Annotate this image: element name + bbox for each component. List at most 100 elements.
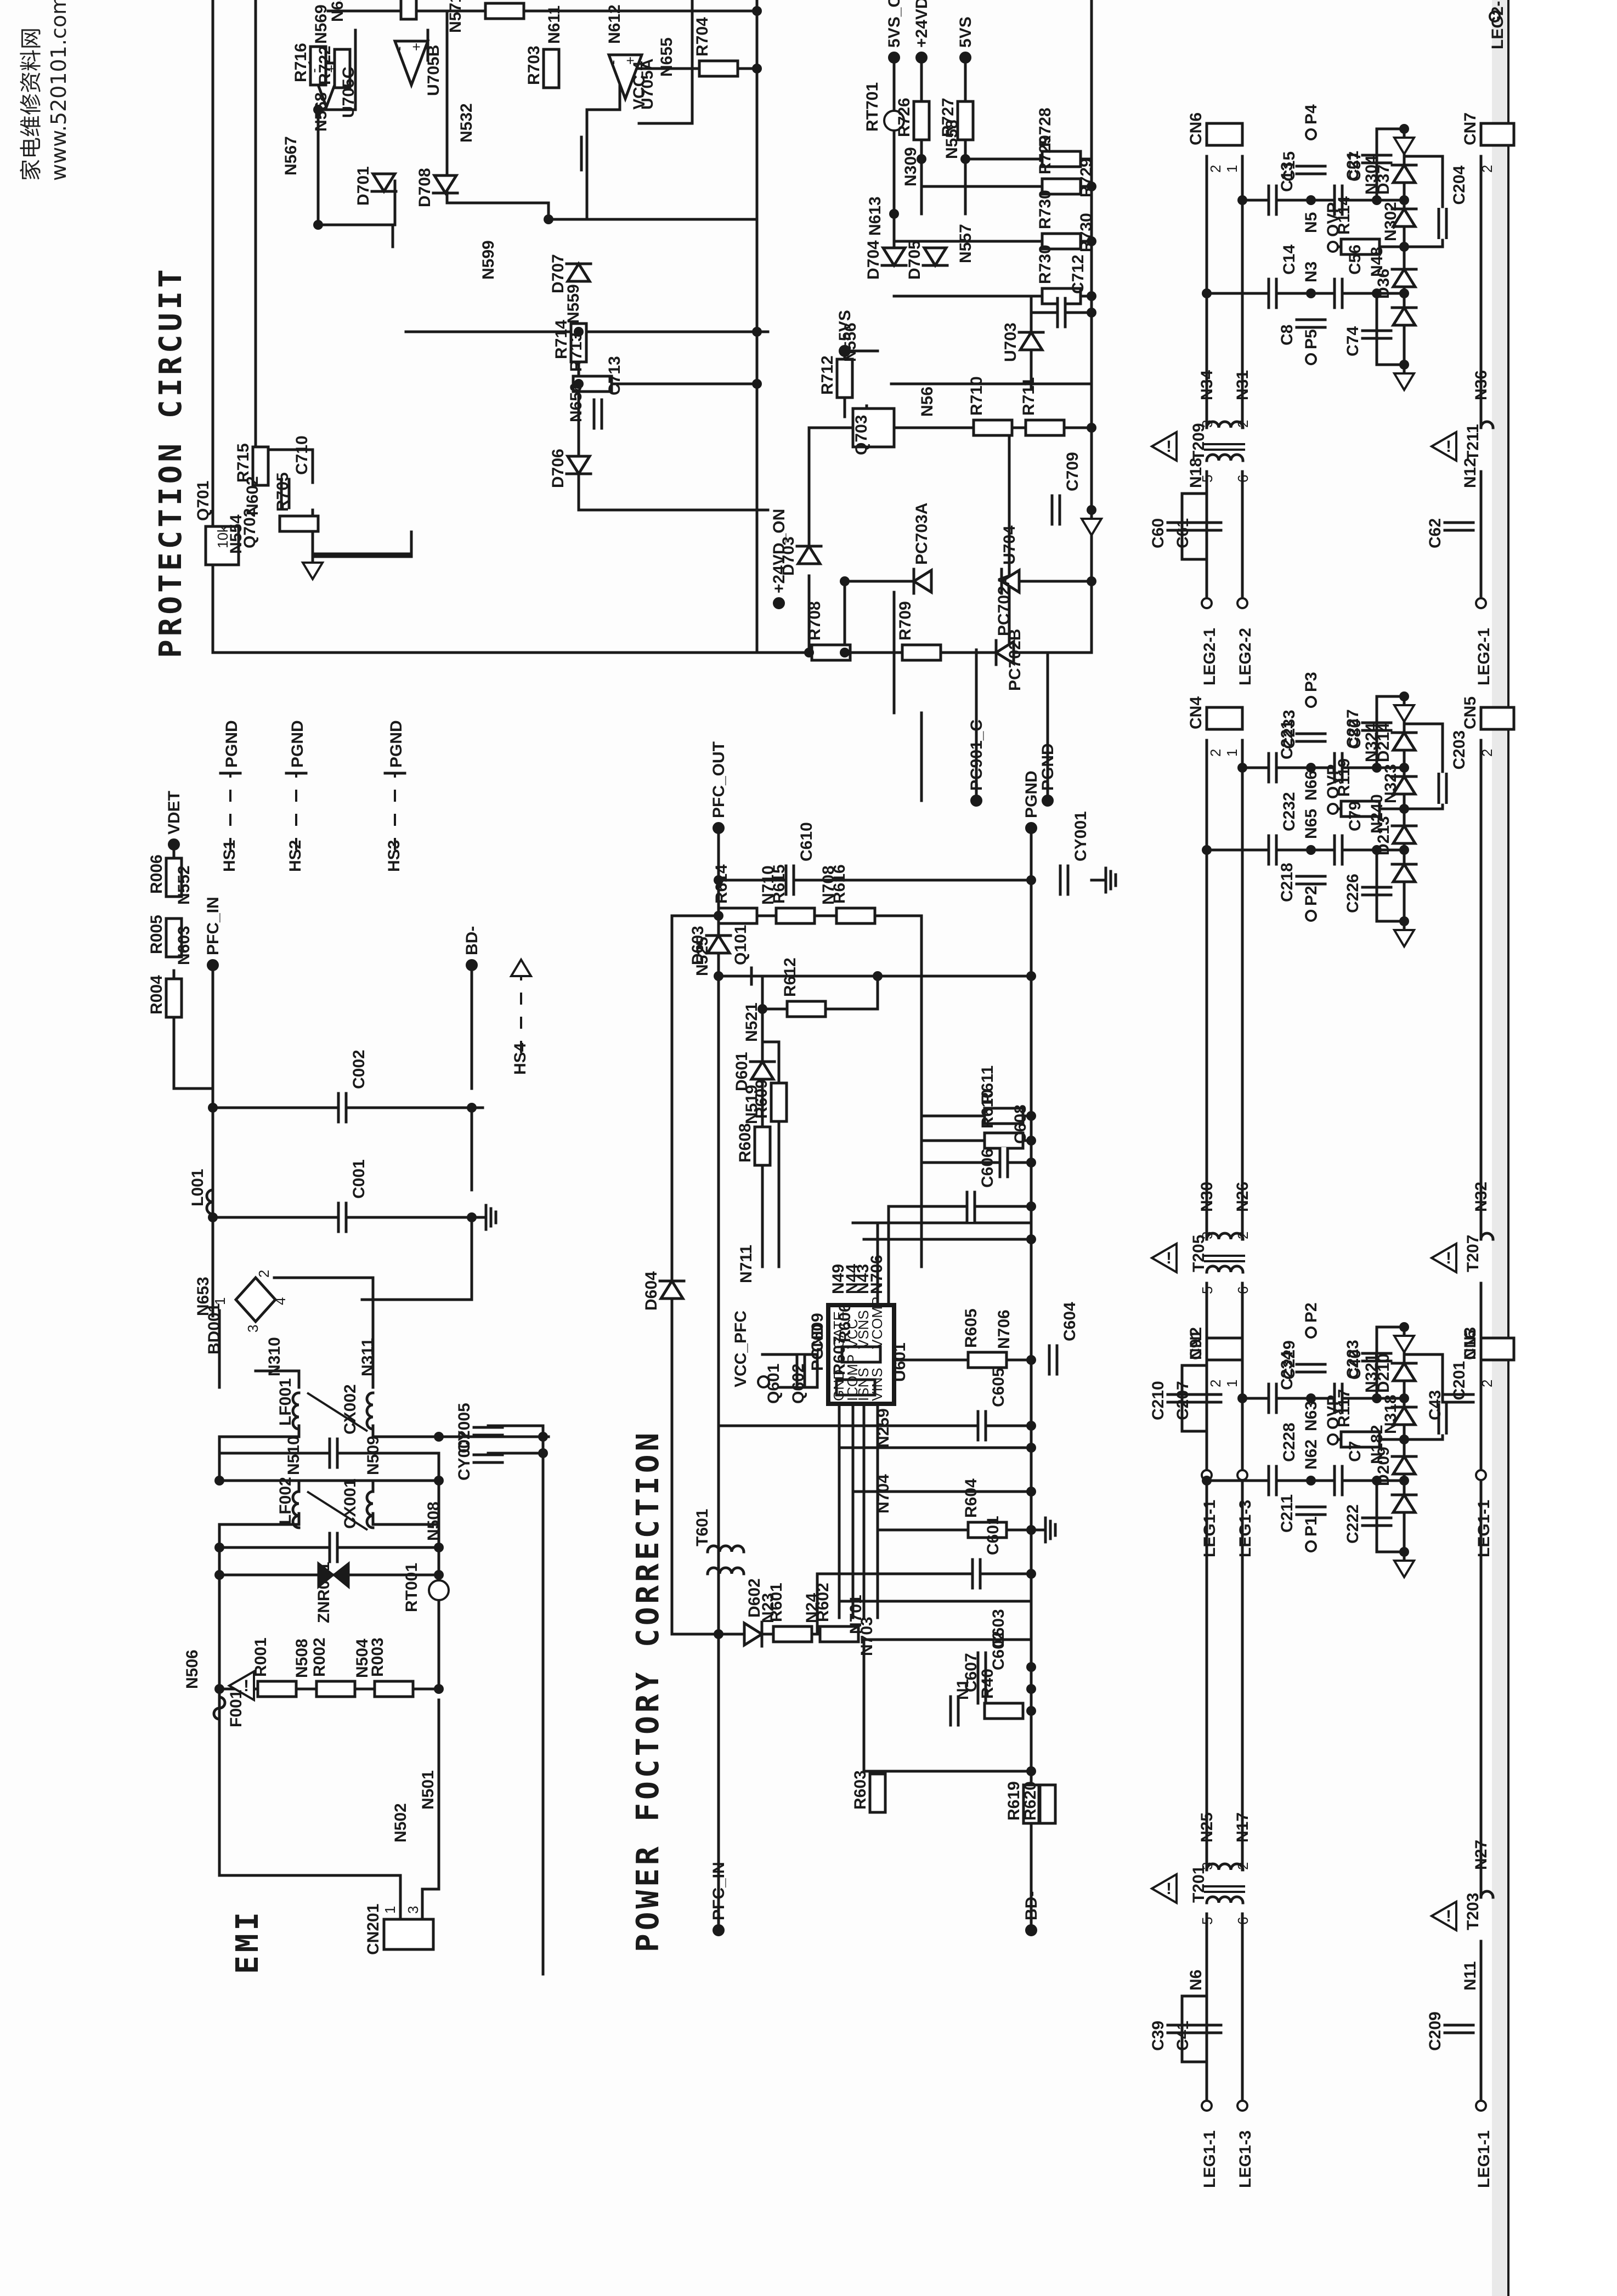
ground-icon xyxy=(1392,1560,1416,1579)
resistor xyxy=(1041,177,1082,196)
component-label: 2 xyxy=(1207,165,1224,173)
junction-dot xyxy=(574,327,584,337)
inductor-coil xyxy=(365,1391,375,1431)
resistor-label: R603 xyxy=(851,1770,869,1810)
net-port-label: VDET xyxy=(165,791,183,835)
net-port xyxy=(1475,1469,1487,1481)
ground-icon xyxy=(1392,137,1416,156)
component-label: N568 xyxy=(312,92,330,132)
transistor-label: Q702 xyxy=(241,508,259,548)
transistor-label: Q701 xyxy=(194,481,212,521)
capacitor-label: C204 xyxy=(1450,165,1468,205)
capacitor-label: C13 xyxy=(1278,162,1296,192)
warning-icon: ! xyxy=(1446,1907,1451,1925)
net-port-label: PFC_OUT xyxy=(710,741,728,818)
capacitor-label: C232 xyxy=(1280,792,1298,831)
resistor-label: R609 xyxy=(753,1079,771,1119)
capacitor-label: C222 xyxy=(1344,1504,1362,1544)
component-label: N32 xyxy=(1472,1182,1490,1212)
ic-pin-name: VSNS xyxy=(855,1310,872,1349)
inductor-coil xyxy=(1205,1862,1245,1872)
junction-dot xyxy=(208,1103,218,1113)
capacitor-gap xyxy=(977,1410,986,1441)
component-label: 3 xyxy=(1199,1232,1215,1239)
capacitor-gap xyxy=(329,1532,338,1563)
junction-dot xyxy=(1026,1525,1036,1535)
ic-pin-name: GND xyxy=(830,1369,847,1401)
capacitor-label: C56 xyxy=(1346,245,1364,275)
heatsink-net-label: PGND xyxy=(387,720,405,768)
resistor-label: R726 xyxy=(895,98,913,137)
resistor xyxy=(698,59,739,78)
capacitor-gap xyxy=(1334,185,1343,216)
page-margin xyxy=(1508,0,1617,2296)
capacitor-gap xyxy=(338,1202,347,1233)
net-port xyxy=(1025,822,1037,834)
connector xyxy=(1205,1336,1244,1362)
diode-label: D36 xyxy=(1375,269,1393,299)
component-label: 2 xyxy=(1207,1380,1224,1387)
resistor-label: R704 xyxy=(693,17,711,56)
transformer-label: T207 xyxy=(1464,1235,1482,1272)
component-label: 2 xyxy=(1235,1862,1251,1870)
junction-dot xyxy=(840,576,850,586)
component-label: N501 xyxy=(419,1770,437,1810)
diode-label: D703 xyxy=(779,536,798,576)
capacitor-label: C608 xyxy=(1011,1104,1030,1144)
component-label: 3 xyxy=(1199,420,1215,428)
net-port xyxy=(1025,1924,1037,1936)
component-label: N521 xyxy=(743,1002,761,1042)
diode xyxy=(1390,861,1418,883)
resistor-label: R602 xyxy=(814,1583,832,1622)
resistor xyxy=(983,1702,1025,1720)
junction-dot xyxy=(1026,1684,1036,1694)
junction-dot xyxy=(1087,423,1096,433)
resistor-label: R608 xyxy=(736,1123,754,1163)
resistor xyxy=(774,906,816,925)
junction-dot xyxy=(873,971,883,981)
junction-dot xyxy=(889,209,899,219)
net-port xyxy=(1327,803,1339,815)
component-label: N509 xyxy=(364,1436,382,1475)
capacitor-gap xyxy=(1438,773,1447,804)
transistor-label: Q602 xyxy=(789,1364,807,1404)
connector xyxy=(1205,122,1244,147)
component-label: N706 xyxy=(868,1255,886,1294)
capacitor-label: CY001 xyxy=(1072,811,1090,861)
opamp-label: U705C xyxy=(340,67,358,118)
diode xyxy=(1390,162,1418,184)
diode xyxy=(921,246,949,268)
component-label: N91 xyxy=(1187,1330,1205,1360)
resistor xyxy=(835,358,854,399)
capacitor-label: C8 xyxy=(1278,325,1296,345)
component-label: N65 xyxy=(1302,809,1320,839)
component-label: N321 xyxy=(1362,1353,1381,1393)
component-label: 2 xyxy=(1479,165,1495,173)
component-label: N654 xyxy=(329,0,347,22)
net-port-label: P2 xyxy=(1302,1302,1320,1323)
component-label: N519 xyxy=(743,1085,761,1124)
connector-partial xyxy=(1479,122,1516,147)
junction-dot xyxy=(214,1684,224,1694)
capacitor-gap xyxy=(966,1191,975,1222)
resistor-label: R730 xyxy=(1036,245,1054,284)
capacitor-label: C227 xyxy=(1344,709,1362,749)
component-label: PC702B xyxy=(1006,629,1024,691)
component-label: N309 xyxy=(902,147,920,186)
net-port-label: P5 xyxy=(1302,329,1320,349)
junction-dot xyxy=(1026,1569,1036,1579)
diode xyxy=(1390,1454,1418,1476)
diode-label: D708 xyxy=(416,168,434,207)
capacitor-gap xyxy=(1268,752,1277,783)
component-label: N302 xyxy=(1382,202,1400,241)
capacitor-label: C226 xyxy=(1344,874,1362,913)
diode xyxy=(749,1059,776,1081)
capacitor-label: C607 xyxy=(962,1653,980,1692)
resistor xyxy=(1041,150,1082,168)
heatsink-label: HS1 xyxy=(220,840,239,872)
junction-dot xyxy=(538,1448,548,1458)
net-port xyxy=(1305,353,1317,365)
junction-dot xyxy=(1026,1158,1036,1167)
junction-dot xyxy=(1399,804,1409,814)
